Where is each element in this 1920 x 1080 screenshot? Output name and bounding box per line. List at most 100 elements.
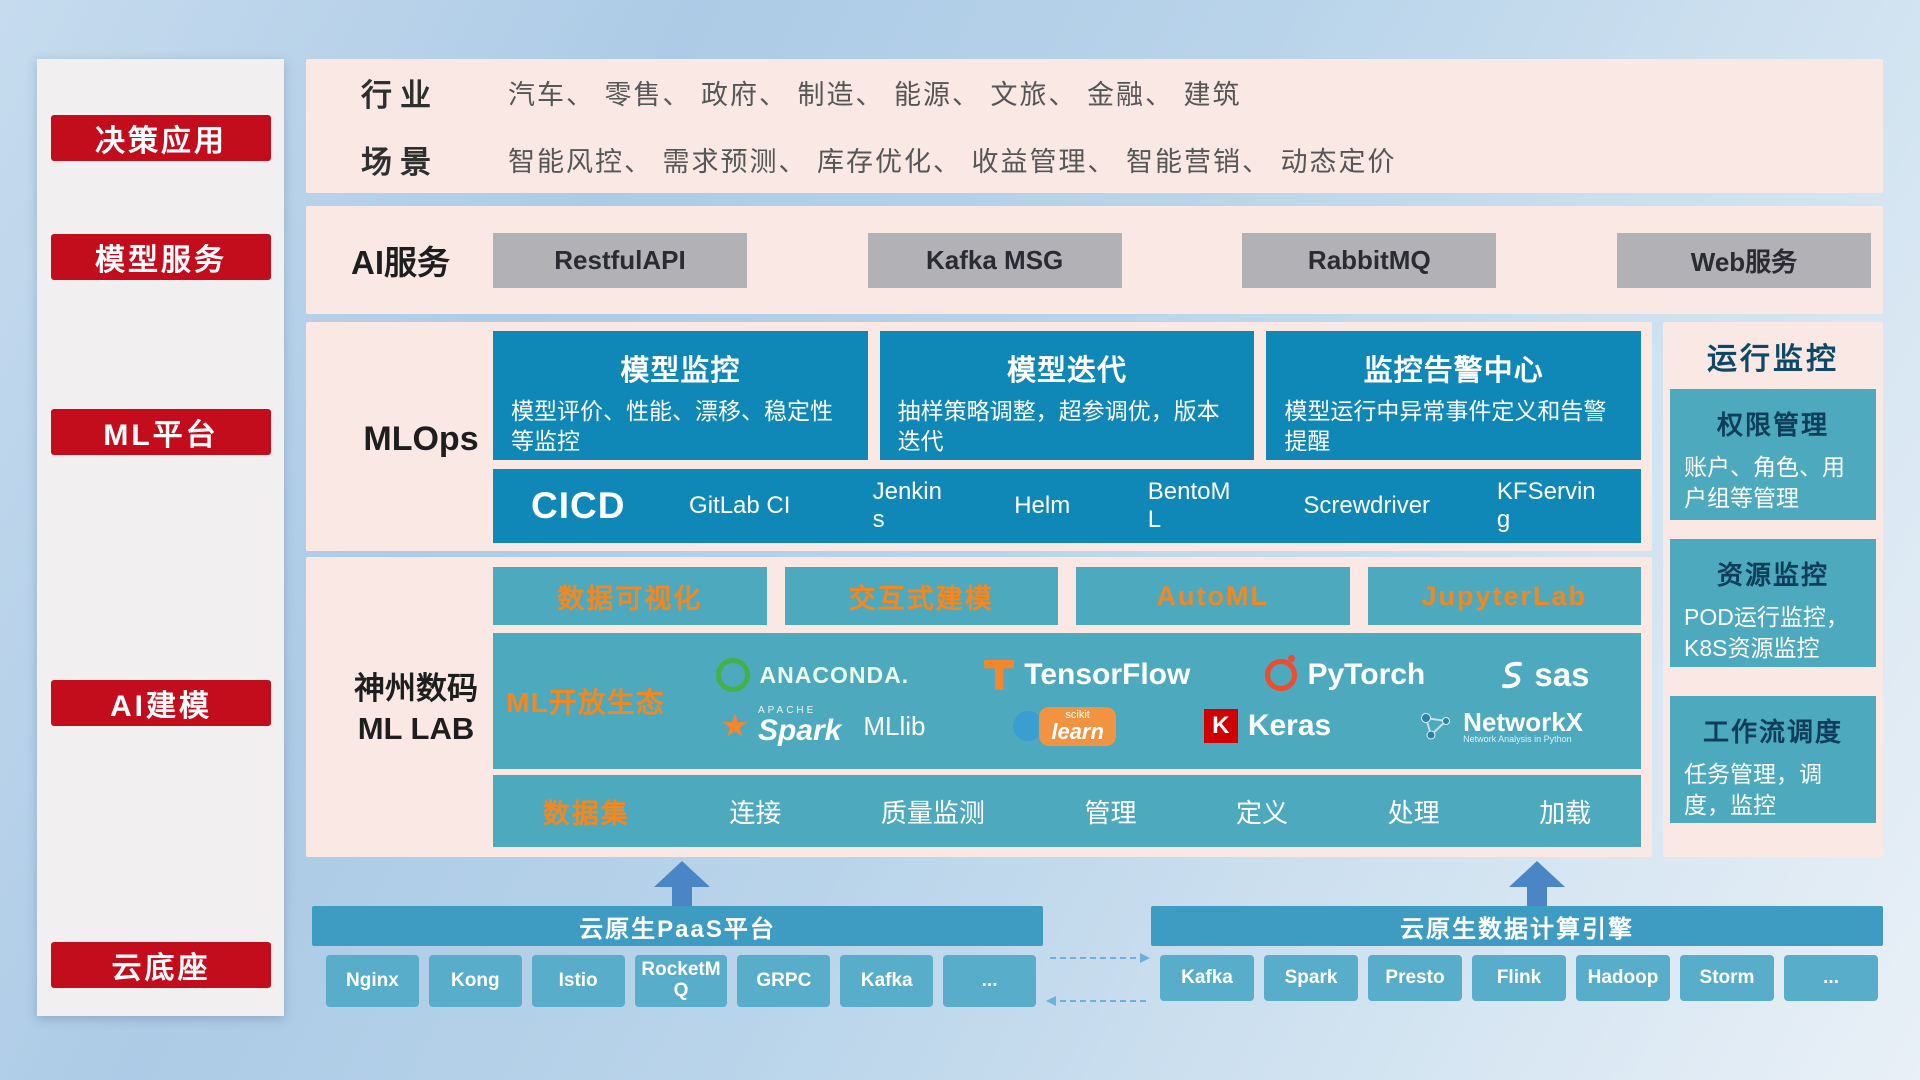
card-desc: 模型评价、性能、漂移、稳定性等监控	[511, 398, 833, 454]
engine-more-button[interactable]: ...	[1784, 955, 1878, 1001]
mlops-band: MLOps 模型监控 模型评价、性能、漂移、稳定性等监控 模型迭代 抽样策略调整…	[306, 322, 1652, 551]
interactive-modeling-button[interactable]: 交互式建模	[784, 567, 1058, 625]
flink-button[interactable]: Flink	[1472, 955, 1566, 1001]
anaconda-icon	[715, 658, 750, 692]
mllab-label-line1: 神州数码	[354, 671, 478, 706]
cicd-bar: CICD GitLab CI Jenkins Helm BentoML Scre…	[493, 469, 1641, 543]
kafka-msg-button[interactable]: Kafka MSG	[867, 232, 1122, 288]
monitor-panel: 运行监控 权限管理 账户、角色、用户组等管理 资源监控 POD运行监控，K8S资…	[1663, 322, 1883, 857]
alert-center-card: 监控告警中心 模型运行中异常事件定义和告警提醒	[1266, 331, 1642, 460]
sidebar-item-decision-apps[interactable]: 决策应用	[51, 115, 271, 161]
scikit-learn-logo: scikit learn	[1013, 706, 1116, 746]
workflow-scheduler-card: 工作流调度 任务管理，调度，监控	[1670, 696, 1876, 823]
mlops-cards: 模型监控 模型评价、性能、漂移、稳定性等监控 模型迭代 抽样策略调整，超参调优，…	[493, 331, 1642, 460]
card-title: 模型监控	[620, 355, 741, 387]
dataset-item-connect: 连接	[729, 797, 782, 828]
card-desc: 账户、角色、用户组等管理	[1684, 454, 1845, 512]
presto-button[interactable]: Presto	[1368, 955, 1462, 1001]
industry-label: 行业	[361, 78, 439, 113]
card-desc: POD运行监控，K8S资源监控	[1684, 604, 1849, 662]
rabbitmq-button[interactable]: RabbitMQ	[1242, 232, 1497, 288]
jupyterlab-button[interactable]: JupyterLab	[1367, 567, 1641, 625]
anaconda-logo: ANACONDA.	[715, 658, 910, 692]
paas-platform-header: 云原生PaaS平台	[312, 906, 1043, 946]
networkx-logo: NetworkX Network Analysis in Python	[1419, 709, 1583, 744]
paas-buttons: Nginx Kong Istio RocketMQ GRPC Kafka ...	[326, 955, 1037, 1007]
rocketmq-button[interactable]: RocketMQ	[634, 955, 728, 1007]
keras-logo: K Keras	[1203, 709, 1331, 743]
card-title: 权限管理	[1716, 410, 1829, 440]
up-arrow-right-icon	[1509, 861, 1565, 907]
data-engine-header: 云原生数据计算引擎	[1151, 906, 1883, 946]
tensorflow-logo: TensorFlow	[984, 658, 1190, 692]
card-title: 监控告警中心	[1363, 355, 1544, 387]
kafka-engine-button[interactable]: Kafka	[1160, 955, 1254, 1001]
card-desc: 模型运行中异常事件定义和告警提醒	[1284, 398, 1607, 454]
dataset-item-define: 定义	[1236, 797, 1289, 828]
industry-band: 行业 汽车、 零售、 政府、 制造、 能源、 文旅、 金融、 建筑 场景 智能风…	[306, 59, 1883, 193]
card-title: 模型迭代	[1007, 355, 1128, 387]
pytorch-logo: PyTorch	[1265, 655, 1425, 692]
kong-button[interactable]: Kong	[428, 955, 522, 1007]
dashed-arrow-right-icon	[1050, 953, 1150, 963]
paas-more-button[interactable]: ...	[943, 955, 1037, 1007]
sidebar-item-cloud-base[interactable]: 云底座	[51, 942, 271, 988]
mllab-band: 神州数码 ML LAB 数据可视化 交互式建模 AutoML JupyterLa…	[306, 557, 1652, 857]
automl-button[interactable]: AutoML	[1076, 567, 1350, 625]
sidebar-item-model-services[interactable]: 模型服务	[51, 234, 271, 280]
dataset-item-load: 加载	[1539, 797, 1592, 828]
mlops-label: MLOps	[363, 420, 479, 458]
web-service-button[interactable]: Web服务	[1616, 232, 1871, 288]
logo-row-1: ANACONDA. TensorFlow PyTorch sas	[678, 655, 1627, 694]
card-desc: 任务管理，调度，监控	[1684, 761, 1822, 819]
logo-row-2: APACHE Spark MLlib scikit learn K	[678, 706, 1627, 746]
sas-icon	[1502, 661, 1523, 689]
ml-ecosystem-box: ML开放生态 ANACONDA. TensorFlow PyTorch	[493, 633, 1641, 769]
jenkins-item: Jenkins	[872, 478, 942, 533]
model-iteration-card: 模型迭代 抽样策略调整，超参调优，版本迭代	[879, 331, 1255, 460]
dataset-item-manage: 管理	[1084, 797, 1137, 828]
nginx-button[interactable]: Nginx	[326, 955, 419, 1007]
gitlab-ci-item: GitLab CI	[689, 492, 791, 520]
scenario-row: 场景 智能风控、 需求预测、 库存优化、 收益管理、 智能营销、 动态定价	[306, 126, 1883, 193]
istio-button[interactable]: Istio	[531, 955, 625, 1007]
storm-button[interactable]: Storm	[1680, 955, 1774, 1001]
dataset-item-process: 处理	[1387, 797, 1440, 828]
kafka-button[interactable]: Kafka	[840, 955, 934, 1007]
spark-button[interactable]: Spark	[1264, 955, 1358, 1001]
mllab-tool-row: 数据可视化 交互式建模 AutoML JupyterLab	[493, 567, 1641, 625]
dataset-item-quality: 质量监测	[880, 797, 985, 828]
dataset-label: 数据集	[542, 798, 630, 829]
keras-icon: K	[1203, 709, 1238, 743]
dashed-arrow-left-icon	[1046, 996, 1146, 1006]
kfserving-item: KFServing	[1496, 478, 1596, 533]
restfulapi-button[interactable]: RestfulAPI	[493, 232, 747, 288]
up-arrow-left-icon	[654, 861, 710, 907]
pytorch-icon	[1265, 655, 1298, 691]
networkx-icon	[1421, 713, 1451, 740]
left-sidebar: 决策应用 模型服务 ML平台 AI建模 云底座	[37, 59, 284, 1016]
hadoop-button[interactable]: Hadoop	[1576, 955, 1670, 1001]
model-monitoring-card: 模型监控 模型评价、性能、漂移、稳定性等监控	[493, 331, 868, 460]
screwdriver-item: Screwdriver	[1303, 492, 1431, 520]
spark-mllib-logo: APACHE Spark MLlib	[722, 706, 925, 746]
data-engine-buttons: Kafka Spark Presto Flink Hadoop Storm ..…	[1160, 955, 1878, 1001]
sidebar-item-ml-platform[interactable]: ML平台	[51, 409, 271, 455]
cicd-label: CICD	[531, 485, 626, 526]
card-desc: 抽样策略调整，超参调优，版本迭代	[897, 398, 1220, 454]
ai-service-label: AI服务	[351, 244, 450, 281]
sidebar-item-ai-modeling[interactable]: AI建模	[51, 680, 271, 726]
ml-ecosystem-logos: ANACONDA. TensorFlow PyTorch sas	[678, 655, 1641, 746]
ai-service-buttons: RestfulAPI Kafka MSG RabbitMQ Web服务	[493, 232, 1871, 288]
monitor-title: 运行监控	[1707, 343, 1839, 376]
mllab-label: 神州数码 ML LAB	[326, 669, 506, 750]
data-visualization-button[interactable]: 数据可视化	[493, 567, 767, 625]
ai-service-band: AI服务 RestfulAPI Kafka MSG RabbitMQ Web服务	[306, 206, 1883, 314]
grpc-button[interactable]: GRPC	[737, 955, 831, 1007]
card-title: 资源监控	[1716, 560, 1829, 590]
mllab-label-line2: ML LAB	[357, 711, 475, 747]
spark-icon	[722, 713, 748, 737]
bentoml-item: BentoML	[1147, 478, 1231, 533]
card-title: 工作流调度	[1702, 717, 1843, 747]
